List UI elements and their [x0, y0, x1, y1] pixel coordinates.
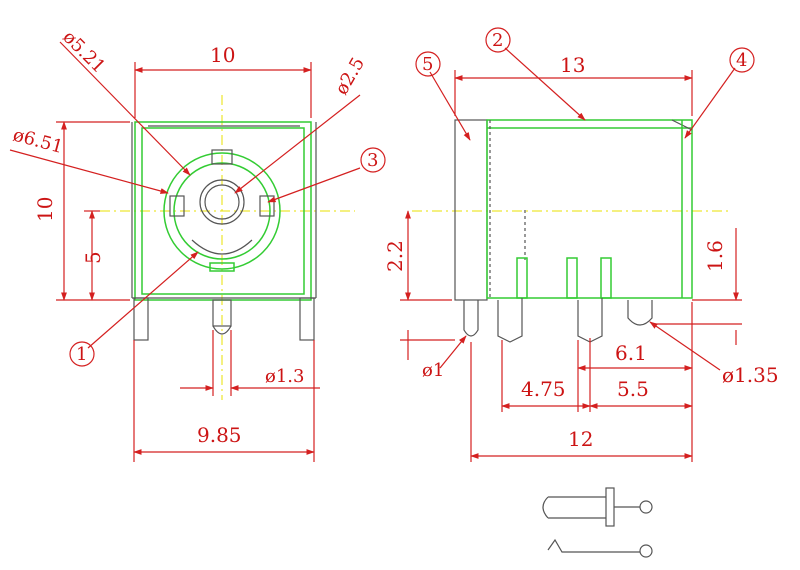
callout-2-label: 2	[492, 30, 503, 51]
pin-dia-right-label: ø1.35	[722, 363, 779, 387]
callout-3-label: 3	[367, 150, 378, 171]
side-length-label: 13	[560, 53, 585, 77]
callout-1-label: 1	[76, 344, 87, 365]
pin-dia-label: ø1.3	[265, 366, 304, 387]
callout-1-circle	[69, 341, 95, 367]
callout-5-label: 5	[422, 54, 433, 75]
callout-2-circle	[485, 27, 511, 53]
spacing-c-label: 5.5	[617, 377, 649, 401]
dia-outer-label: ø5.21	[58, 27, 109, 78]
jack-schematic-icon	[542, 487, 653, 558]
front-view: 10 10 5 ø5.21 ø2.5 ø6.51 3 1 ø1.3	[9, 27, 386, 462]
pin-offset-height-label: 2.2	[383, 240, 407, 272]
front-width-label: 10	[210, 43, 235, 67]
front-socket	[163, 149, 281, 272]
front-height-label: 10	[33, 197, 57, 222]
callout-3-circle	[360, 147, 386, 173]
front-center-height-label: 5	[81, 251, 105, 264]
pin-dia-left-label: ø1	[422, 360, 444, 381]
side-view: 13 2 4 5 2.2 1.6 ø1 ø1.35	[383, 27, 779, 462]
callout-5-circle	[415, 51, 441, 77]
callout-4-circle	[729, 47, 755, 73]
front-body-outline	[131, 121, 317, 341]
dia-inner-label: ø2.5	[331, 54, 369, 99]
side-bottom-length-label: 12	[568, 427, 593, 451]
callout-4-label: 4	[736, 50, 747, 71]
side-body-outline	[454, 119, 693, 343]
base-width-label: 9.85	[197, 423, 242, 447]
right-offset-label: 1.6	[703, 240, 727, 272]
spacing-b-label: 4.75	[521, 377, 566, 401]
spacing-a-label: 6.1	[615, 341, 647, 365]
